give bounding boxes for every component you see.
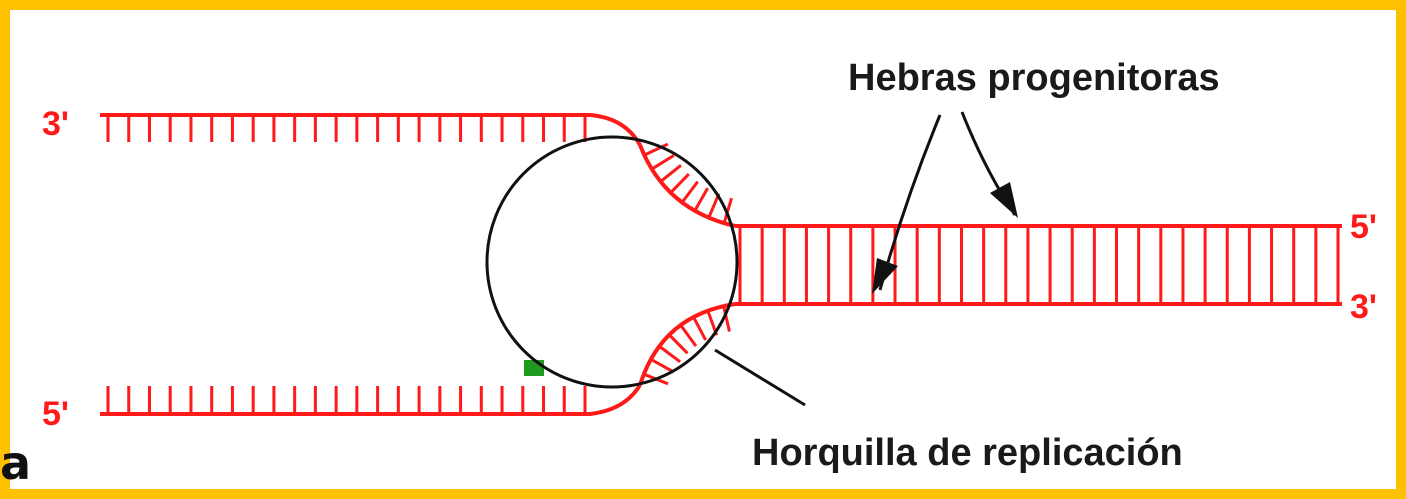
bottom-fork-arc-bases — [643, 305, 731, 386]
right-duplex-base-pairs — [738, 226, 1340, 304]
base-tick — [722, 305, 731, 332]
label-right-bottom-end: 3' — [1350, 288, 1377, 326]
base-tick — [692, 316, 707, 341]
base-tick — [643, 142, 669, 157]
top-left-strand-backbone — [100, 113, 642, 147]
label-right-top-end: 5' — [1350, 208, 1377, 246]
base-tick — [693, 187, 709, 212]
base-tick — [668, 333, 689, 355]
base-tick — [659, 164, 682, 183]
green-marker — [524, 360, 544, 376]
base-tick — [680, 180, 699, 204]
base-tick — [679, 324, 698, 347]
label-replication-fork: Horquilla de replicación — [752, 432, 1183, 474]
corner-letter: a — [0, 436, 32, 490]
label-top-left-end: 3' — [42, 105, 69, 143]
bottom-fork-arc — [638, 302, 736, 386]
top-fork-arc — [638, 144, 736, 228]
base-tick — [669, 173, 690, 194]
arrow-head-right — [990, 182, 1018, 218]
base-tick — [658, 345, 682, 364]
label-bottom-left-end: 5' — [42, 395, 69, 433]
base-tick — [722, 197, 733, 224]
label-parent-strands: Hebras progenitoras — [848, 57, 1220, 99]
fork-pointer-line — [714, 348, 806, 407]
replication-fork-circle — [485, 135, 739, 389]
base-tick — [650, 358, 675, 374]
top-left-strand-bases — [106, 115, 587, 142]
top-fork-arc-bases — [643, 142, 733, 224]
bottom-left-strand-backbone — [100, 383, 642, 416]
bottom-left-strand-bases — [106, 386, 587, 414]
base-tick — [651, 154, 675, 171]
base-tick — [707, 193, 721, 219]
arrow-head-left — [872, 258, 898, 294]
